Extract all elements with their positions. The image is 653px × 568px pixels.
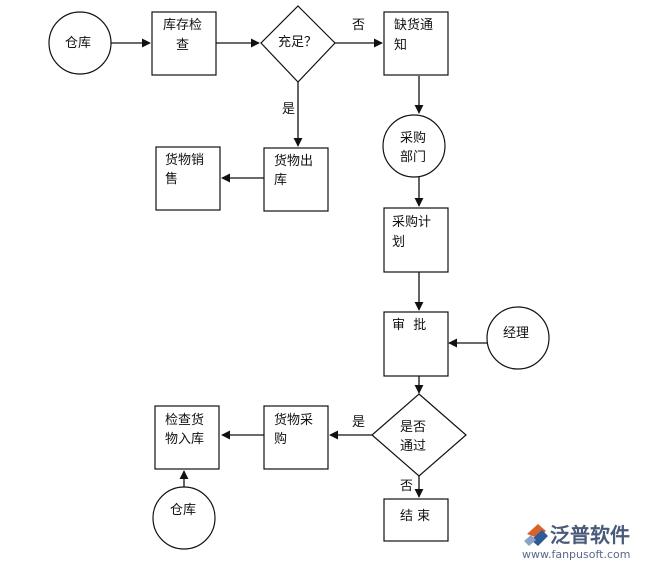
edge-label-no-down: 否 (400, 479, 413, 494)
edge-label-yes-down: 是 (282, 102, 295, 117)
watermark-url: www.fanpusoft.com (522, 548, 630, 561)
node-inspect-line1: 检查货 (165, 412, 204, 428)
node-stock-check-line1: 库存检 (163, 17, 202, 33)
node-manager-label: 经理 (503, 326, 529, 341)
node-goods-sales-line2: 售 (165, 171, 178, 187)
node-warehouse-top: 仓库 (48, 11, 112, 75)
node-end-label: 结 束 (400, 509, 430, 524)
watermark-brand: 泛普软件 (550, 523, 630, 547)
node-shortage-line2: 知 (394, 37, 407, 53)
node-shortage-notice: 缺货通 知 (383, 11, 449, 76)
node-purchase-dept: 采购 部门 (382, 114, 446, 178)
node-sufficient-decision: 充足？ (260, 5, 336, 83)
node-warehouse-bottom: 仓库 (152, 486, 216, 550)
node-end: 结 束 (383, 498, 449, 542)
edges (111, 38, 487, 498)
edge-label-no-top: 否 (352, 18, 365, 33)
node-inspect-line2: 物入库 (165, 431, 204, 447)
node-passed-line2: 通过 (400, 439, 426, 454)
node-sufficient-label: 充足？ (278, 34, 317, 50)
edge-label-yes-left: 是 (352, 415, 365, 430)
node-goods-out: 货物出 库 (263, 147, 329, 212)
node-stock-check-line2: 查 (176, 38, 189, 53)
node-review-label: 审 批 (392, 318, 426, 333)
node-goods-sales-line1: 货物销 (165, 152, 204, 168)
node-goods-out-line1: 货物出 (274, 153, 313, 169)
node-purchase-plan: 采购计 划 (383, 207, 449, 273)
watermark-logo: 泛普软件 www.fanpusoft.com (522, 523, 630, 561)
node-warehouse-top-label: 仓库 (65, 35, 91, 51)
node-passed-decision: 是否 通过 (371, 393, 467, 477)
node-goods-purchase-line2: 购 (274, 431, 287, 447)
node-purchase-plan-line1: 采购计 (392, 214, 431, 230)
node-purchase-plan-line2: 划 (392, 235, 405, 250)
logo-mark-icon (524, 524, 548, 546)
node-goods-purchase: 货物采 购 (263, 405, 329, 470)
node-review: 审 批 (383, 311, 449, 377)
node-purchase-dept-line2: 部门 (400, 150, 426, 165)
node-goods-sales: 货物销 售 (155, 146, 221, 211)
node-manager: 经理 (486, 306, 550, 370)
node-warehouse-bottom-label: 仓库 (170, 502, 196, 518)
node-shortage-line1: 缺货通 (394, 17, 433, 33)
node-goods-purchase-line1: 货物采 (274, 412, 313, 428)
node-passed-line1: 是否 (400, 420, 426, 435)
node-stock-check: 库存检 查 (151, 11, 217, 76)
node-goods-out-line2: 库 (274, 172, 287, 188)
node-inspect-inbound: 检查货 物入库 (154, 405, 220, 470)
node-purchase-dept-line1: 采购 (400, 130, 426, 146)
